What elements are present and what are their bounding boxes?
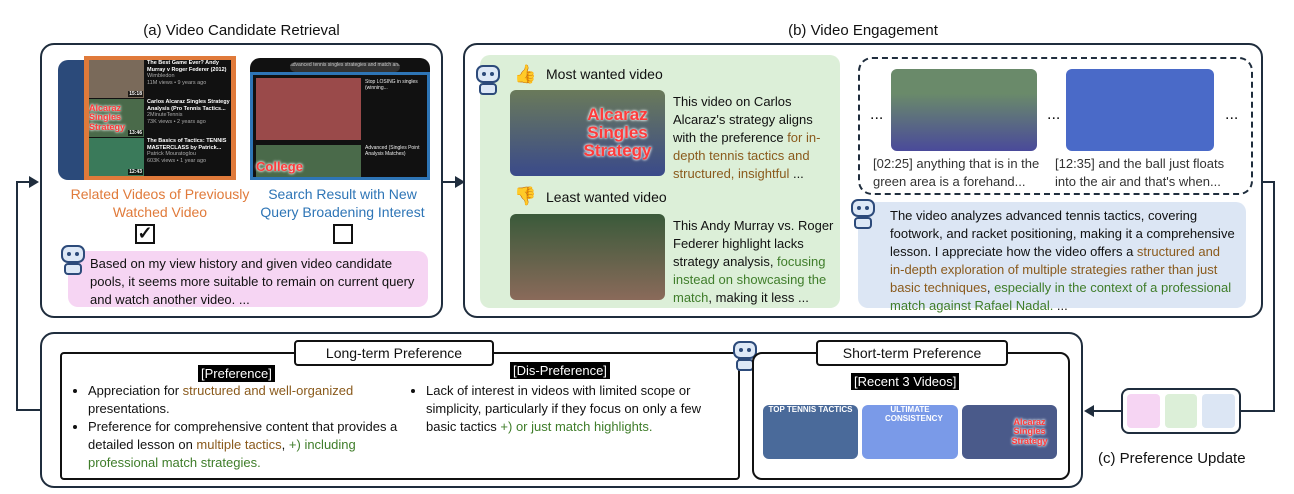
related-title[interactable]: The Best Game Ever? Andy Murray v Roger … — [147, 60, 227, 73]
related-videos-list: 15:18 The Best Game Ever? Andy Murray v … — [89, 60, 231, 176]
panel-b-title: (b) Video Engagement — [788, 22, 938, 39]
panel-video-candidate-retrieval — [40, 43, 443, 318]
recent-thumbnail[interactable]: ULTIMATE CONSISTENCY — [862, 405, 958, 459]
arrowhead — [1084, 405, 1094, 417]
arrowhead — [29, 176, 39, 188]
thumbs-down-icon: 👎 — [514, 186, 537, 206]
preference-update-box — [1121, 388, 1241, 434]
thumb-overlay: Alcaraz Singles Strategy — [583, 105, 652, 160]
clip-caption: [12:35] and the ball just floats into th… — [1055, 156, 1225, 189]
search-input[interactable]: advanced tennis singles strategies and m… — [290, 62, 400, 72]
related-video-item[interactable]: 15:18 The Best Game Ever? Andy Murray v … — [89, 60, 231, 98]
related-channel[interactable]: Wimbledon — [147, 73, 175, 79]
arrow-connector — [1263, 181, 1275, 183]
recent-thumbnail[interactable]: TOP TENNIS TACTICS — [763, 405, 858, 459]
video-clips-frame — [858, 57, 1253, 195]
search-thumbnail[interactable] — [256, 78, 361, 140]
robot-icon — [730, 338, 760, 372]
preference-header: [Preference] — [198, 365, 275, 382]
robot-icon — [58, 242, 88, 276]
dispreference-header: [Dis-Preference] — [510, 362, 610, 379]
search-results-frame: advanced tennis singles strategies and m… — [250, 58, 430, 180]
preference-update-label: (c) Preference Update — [1098, 450, 1246, 467]
related-channel[interactable]: Patrick Mouratoglou — [147, 151, 196, 157]
related-thumbnail[interactable]: 15:18 — [89, 60, 144, 98]
arrow-connector — [16, 409, 40, 411]
least-wanted-explanation: This Andy Murray vs. Roger Federer highl… — [673, 218, 834, 305]
search-label: Search Result with New Query Broadening … — [260, 186, 425, 220]
preference-item: Preference for comprehensive content tha… — [88, 418, 402, 472]
related-video-item[interactable]: 12:43 The Basics of Tactics: TENNIS MAST… — [89, 138, 231, 176]
related-channel[interactable]: 2MinuteTennis — [147, 112, 183, 118]
thumbs-up-icon: 👍 — [514, 64, 537, 84]
preference-item: Appreciation for structured and well-org… — [88, 382, 402, 418]
clip-caption: [02:25] anything that is in the green ar… — [873, 156, 1040, 189]
clip-thumbnail[interactable] — [1066, 69, 1214, 151]
ellipsis: ... — [1225, 106, 1239, 123]
search-thumbnail[interactable]: College — [256, 145, 361, 177]
related-title[interactable]: The Basics of Tactics: TENNIS MASTERCLAS… — [147, 138, 227, 151]
arrow-a-to-b — [443, 181, 457, 183]
search-result-title[interactable]: Advanced (Singles Point Analysis Matches… — [365, 145, 420, 157]
arrow-connector — [16, 181, 30, 183]
search-result-title[interactable]: Stop LOSING in singles (winning... — [365, 79, 418, 91]
ellipsis: ... — [870, 106, 884, 123]
related-meta: 603K views • 1 year ago — [147, 157, 207, 164]
arrowhead — [455, 176, 465, 188]
panel-a-title: (a) Video Candidate Retrieval — [143, 22, 340, 39]
preference-list: Appreciation for structured and well-org… — [72, 382, 402, 472]
sidebar-strip — [58, 60, 88, 180]
recent-header: [Recent 3 Videos] — [851, 373, 960, 390]
recent-thumbnail[interactable]: Alcaraz Singles Strategy — [962, 405, 1057, 459]
related-title[interactable]: Carlos Alcaraz Singles Strategy Analysis… — [147, 99, 230, 112]
arrow-connector — [1241, 410, 1275, 412]
robot-icon — [473, 62, 503, 96]
related-thumbnail[interactable]: 12:43 — [89, 138, 144, 176]
long-term-label: Long-term Preference — [294, 340, 494, 366]
short-term-label: Short-term Preference — [816, 340, 1008, 366]
least-wanted-thumbnail[interactable] — [510, 214, 665, 300]
agent-reasoning: Based on my view history and given video… — [68, 251, 428, 307]
arrow-feedback-loop — [16, 181, 18, 410]
duration-badge: 15:18 — [128, 91, 143, 97]
duration-badge: 13:46 — [128, 130, 143, 136]
thumb-overlay: College — [256, 159, 303, 174]
robot-icon — [848, 196, 878, 230]
related-label: Related Videos of Previously Watched Vid… — [70, 186, 250, 220]
ellipsis: ... — [1047, 106, 1061, 123]
arrow-connector — [1273, 181, 1275, 412]
thumb-overlay: Alcaraz Singles Strategy — [89, 102, 126, 132]
related-videos-frame: 15:18 The Best Game Ever? Andy Murray v … — [84, 56, 236, 180]
most-wanted-thumbnail[interactable]: Alcaraz Singles Strategy — [510, 90, 665, 176]
related-checkbox-checked[interactable]: ✓ — [135, 224, 155, 244]
most-wanted-explanation: This video on Carlos Alcaraz's strategy … — [673, 94, 821, 181]
least-wanted-label: Least wanted video — [546, 189, 667, 205]
related-meta: 11M views • 9 years ago — [147, 79, 207, 86]
most-wanted-label: Most wanted video — [546, 66, 663, 82]
related-meta: 73K views • 2 years ago — [147, 118, 206, 125]
search-checkbox[interactable] — [333, 224, 353, 244]
clip-thumbnail[interactable] — [891, 69, 1037, 151]
dispreference-item: Lack of interest in videos with limited … — [426, 382, 720, 436]
dispreference-list: Lack of interest in videos with limited … — [410, 382, 720, 436]
duration-badge: 12:43 — [128, 169, 143, 175]
video-summary: The video analyzes advanced tennis tacti… — [858, 202, 1246, 313]
panel-preferences — [40, 332, 1083, 488]
arrow-update-to-prefs — [1094, 410, 1122, 412]
